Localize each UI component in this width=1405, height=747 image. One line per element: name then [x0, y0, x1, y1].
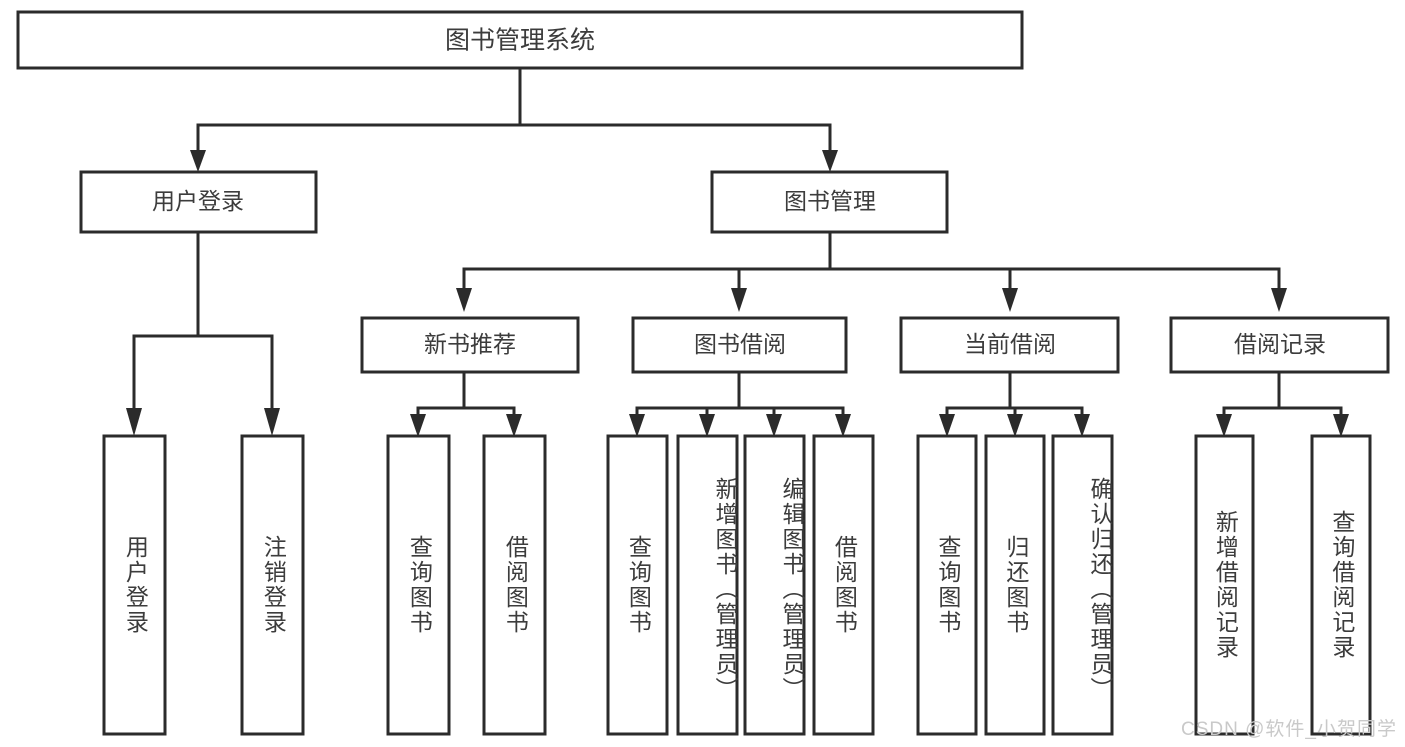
node-current-borrow[interactable]: 当前借阅 — [899, 316, 1120, 374]
connector-bookborrow-to-leaves — [629, 370, 851, 437]
node-root[interactable]: 图书管理系统 — [16, 10, 1024, 70]
watermark: CSDN @软件_小贺同学 — [1181, 719, 1397, 740]
leaf-user-login-0[interactable] — [102, 434, 167, 736]
connector-bookmgmt-to-level3 — [456, 230, 1287, 312]
node-new-book-recommend[interactable]: 新书推荐 — [360, 316, 580, 374]
node-current-borrow-label: 当前借阅 — [964, 331, 1056, 357]
node-user-login[interactable]: 用户登录 — [79, 170, 318, 234]
node-borrow-record-label: 借阅记录 — [1234, 331, 1326, 357]
leaf-borrow-record-0[interactable] — [1194, 434, 1255, 736]
leaf-borrow-record-1[interactable] — [1310, 434, 1372, 736]
connector-borrowrecord-to-leaves — [1216, 370, 1349, 437]
leaf-book-borrow-2[interactable] — [743, 434, 806, 736]
node-borrow-record[interactable]: 借阅记录 — [1169, 316, 1390, 374]
leaf-new-book-1[interactable] — [482, 434, 547, 736]
connector-currentborrow-to-leaves — [939, 370, 1090, 437]
leaf-current-borrow-2[interactable] — [1051, 434, 1114, 736]
leaf-current-borrow-0[interactable] — [916, 434, 978, 736]
connector-userlogin-to-leaves — [126, 230, 280, 436]
connector-newbook-to-leaves — [410, 370, 522, 437]
node-new-book-recommend-label: 新书推荐 — [424, 331, 516, 357]
leaf-user-login-1[interactable] — [240, 434, 305, 736]
node-book-borrow[interactable]: 图书借阅 — [631, 316, 848, 374]
node-user-login-label: 用户登录 — [152, 188, 244, 214]
node-book-management[interactable]: 图书管理 — [710, 170, 949, 234]
leaf-book-borrow-1[interactable] — [676, 434, 739, 736]
node-book-management-label: 图书管理 — [784, 188, 876, 214]
leaf-current-borrow-1[interactable] — [984, 434, 1046, 736]
leaf-new-book-0[interactable] — [386, 434, 451, 736]
leaf-book-borrow-3[interactable] — [812, 434, 875, 736]
leaf-book-borrow-0[interactable] — [606, 434, 669, 736]
node-book-borrow-label: 图书借阅 — [694, 331, 786, 357]
node-root-label: 图书管理系统 — [445, 27, 595, 55]
connector-root-to-level2 — [190, 66, 838, 172]
